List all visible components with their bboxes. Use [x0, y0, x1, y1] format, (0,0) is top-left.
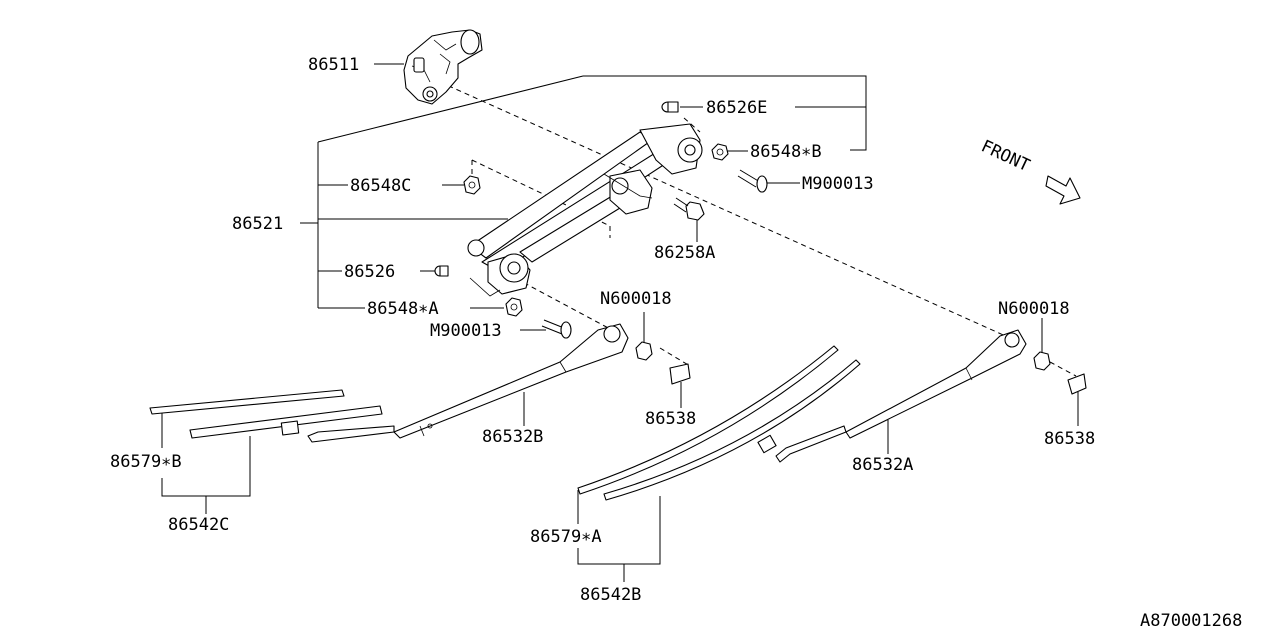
part-labels: 86511 86521 86526E 86548∗B M900013 86548…: [110, 55, 1242, 631]
label-86526e: 86526E: [706, 98, 767, 118]
label-86538-left: 86538: [645, 409, 696, 429]
wiper-blade-right: [577, 345, 861, 501]
front-indicator: FRONT: [978, 136, 1081, 205]
label-86538-right: 86538: [1044, 429, 1095, 449]
label-86521: 86521: [232, 214, 283, 234]
front-arrow-icon: [1045, 175, 1081, 205]
front-label: FRONT: [978, 136, 1033, 176]
reference-code: A870001268: [1140, 611, 1242, 631]
small-parts: [434, 101, 1087, 395]
label-86511: 86511: [308, 55, 359, 75]
label-86542b: 86542B: [580, 585, 641, 605]
label-86542c: 86542C: [168, 515, 229, 535]
label-m900013-right: M900013: [802, 174, 874, 194]
label-n600018-left: N600018: [600, 289, 672, 309]
label-86579b: 86579∗B: [110, 452, 182, 472]
label-86548a: 86548∗A: [367, 299, 439, 319]
label-86532b: 86532B: [482, 427, 543, 447]
wiper-blade-left: [149, 389, 383, 439]
wiper-arm-left: [307, 323, 629, 443]
label-86258a: 86258A: [654, 243, 715, 263]
label-86526: 86526: [344, 262, 395, 282]
label-n600018-right: N600018: [998, 299, 1070, 319]
label-m900013-left: M900013: [430, 321, 502, 341]
label-86548b: 86548∗B: [750, 142, 822, 162]
label-86532a: 86532A: [852, 455, 913, 475]
wiper-motor: [403, 29, 483, 105]
leader-lines: [161, 63, 1079, 582]
wiper-linkage: [467, 123, 703, 297]
label-86548c: 86548C: [350, 176, 411, 196]
label-86579a: 86579∗A: [530, 527, 602, 547]
wiper-arm-right: [775, 329, 1027, 463]
